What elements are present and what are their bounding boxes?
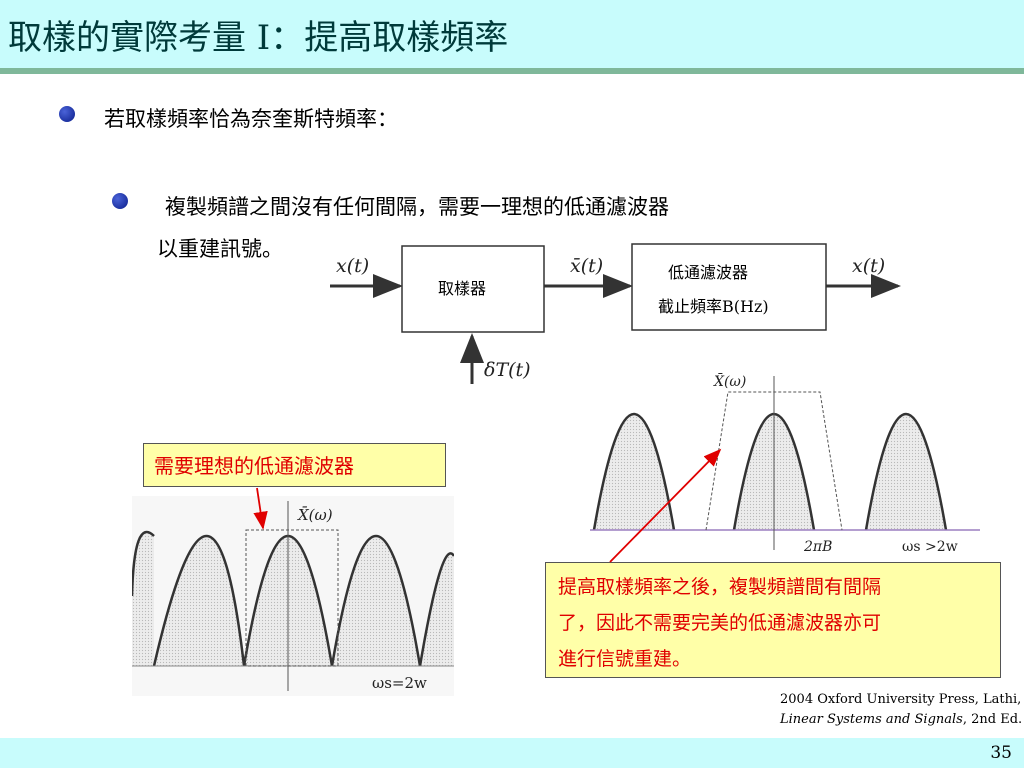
- input-label: x(t): [336, 255, 369, 277]
- reference-line1: 2004 Oxford University Press, Lathi,: [780, 692, 1022, 707]
- tick-2piB: 2πB: [803, 539, 832, 555]
- callout-right: 提高取樣頻率之後，複製頻譜間有間隔 了，因此不需要完美的低通濾波器亦可 進行信號…: [545, 562, 1001, 678]
- slide-title: 取樣的實際考量 I：提高取樣頻率: [8, 18, 509, 58]
- bullet-text-1: 若取樣頻率恰為奈奎斯特頻率：: [104, 107, 398, 131]
- output-label: x(t): [852, 255, 885, 277]
- callout-right-line2: 了，因此不需要完美的低通濾波器亦可: [558, 612, 882, 634]
- spectrum-right: X̄(ω) 2πB ωs >2w: [590, 368, 980, 558]
- reference-book-title: Linear Systems and Signals: [780, 712, 963, 727]
- left-axis-label: X̄(ω): [297, 506, 333, 524]
- sampler-label: 取樣器: [438, 279, 486, 298]
- title-rule: [0, 68, 1024, 74]
- callout-right-arrow: [609, 448, 722, 563]
- bullet-text-2-line1: 複製頻譜之間沒有任何間隔，需要一理想的低通濾波器: [165, 195, 669, 219]
- callout-right-line3: 進行信號重建。: [558, 648, 692, 670]
- reference-edition: , 2nd Ed.: [962, 712, 1023, 727]
- sampled-label: x̄(t): [570, 255, 603, 277]
- filter-label-line1: 低通濾波器: [668, 263, 748, 282]
- left-ws-label: ωs=2w: [372, 674, 427, 692]
- spectrum-left: X̄(ω) ωs=2w: [132, 496, 454, 696]
- filter-box: [631, 243, 827, 331]
- callout-right-line1: 提高取樣頻率之後，複製頻譜間有間隔: [558, 576, 882, 598]
- bullet-icon-1: [59, 106, 75, 122]
- footer-bar: [0, 738, 1024, 768]
- impulse-label: δT(t): [484, 359, 531, 381]
- filter-label-line2: 截止頻率B(Hz): [658, 297, 769, 316]
- right-axis-label: X̄(ω): [713, 372, 746, 390]
- title-bar: [0, 0, 1024, 68]
- callout-left: 需要理想的低通濾波器: [143, 443, 446, 487]
- page-number: 35: [990, 743, 1012, 763]
- callout-left-arrow: [253, 487, 268, 530]
- callout-left-text: 需要理想的低通濾波器: [154, 454, 354, 478]
- sampler-box: [401, 245, 545, 333]
- bullet-icon-2: [112, 193, 128, 209]
- reference-line2: Linear Systems and Signals, 2nd Ed.: [780, 712, 1022, 727]
- right-ws-label: ωs >2w: [902, 539, 958, 555]
- bullet-text-2-line2: 以重建訊號。: [157, 237, 283, 261]
